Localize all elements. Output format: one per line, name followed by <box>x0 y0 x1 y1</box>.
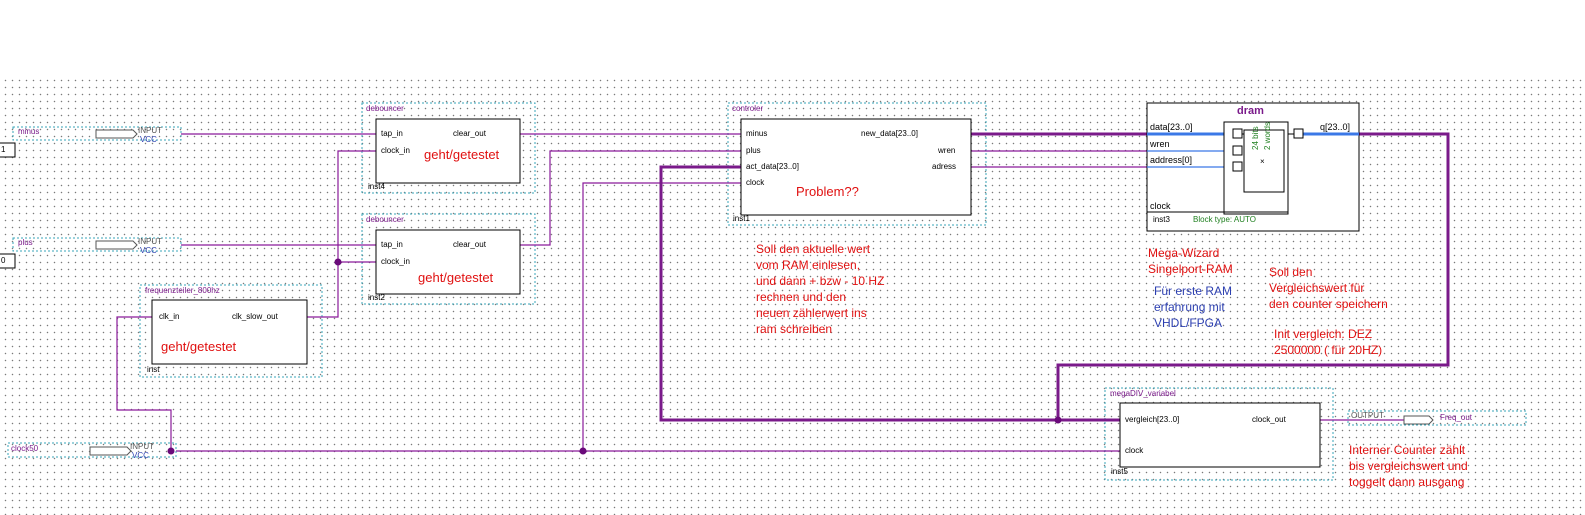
freqout-pin-label[interactable]: Freq_out <box>1440 413 1473 422</box>
debouncer1-body <box>375 118 521 184</box>
controler-adress: adress <box>932 162 957 171</box>
controler-clock: clock <box>746 178 765 187</box>
wire-clear2 <box>520 150 741 246</box>
signal-wires <box>116 133 1404 452</box>
controler-minus: minus <box>746 129 768 138</box>
debouncer1-clock-in: clock_in <box>381 146 410 155</box>
freqout-pin-type: OUTPUT <box>1351 411 1384 420</box>
plus-pin-label[interactable]: plus <box>18 238 33 247</box>
bus-wires <box>659 132 1450 422</box>
debouncer2-clock-in: clock_in <box>381 257 410 266</box>
freq-clk-slow-out: clk_slow_out <box>232 312 278 321</box>
megadiv-inst: inst5 <box>1111 467 1128 476</box>
controler-act-data: act_data[23..0] <box>746 162 799 171</box>
wire-ctrl-clock <box>582 182 741 451</box>
wire-clk-in <box>116 316 172 451</box>
megadiv-clock: clock <box>1125 446 1144 455</box>
freq-body <box>151 299 308 365</box>
wire-slow-clock <box>307 150 376 318</box>
debouncer2-clear-out: clear_out <box>453 240 486 249</box>
pin-shapes <box>0 129 1434 456</box>
dram-bits: 24 bits <box>1251 126 1260 150</box>
freq-clk-in: clk_in <box>159 312 180 321</box>
clock50-pin-label[interactable]: clock50 <box>11 444 39 453</box>
minus-pin-shape <box>95 129 138 139</box>
megadiv-outline <box>1104 387 1334 481</box>
clock50-pin-shape <box>89 446 132 456</box>
dram-q: q[23..0] <box>1320 122 1351 132</box>
debouncer1-clear-out: clear_out <box>453 129 486 138</box>
minus-pin-label[interactable]: minus <box>18 127 40 136</box>
freqout-pin-outline <box>1347 410 1527 426</box>
dram-data: data[23..0] <box>1150 122 1193 132</box>
debouncer2-note: geht/getestet <box>418 270 494 285</box>
controler-wren: wren <box>938 146 956 155</box>
debouncer1-note: geht/getestet <box>424 147 500 162</box>
debouncer2-tap-in: tap_in <box>381 240 403 249</box>
plus-pin-vcc: VCC <box>140 246 157 255</box>
dram-inst: inst3 <box>1153 215 1170 224</box>
minus-pin-vcc: VCC <box>140 135 157 144</box>
plus-pin-shape <box>95 240 138 250</box>
debouncer1-type[interactable]: debouncer <box>366 104 404 113</box>
megadiv-type[interactable]: megaDIV_variabel <box>1110 389 1176 398</box>
debouncer2-inst: inst2 <box>368 293 385 302</box>
controler-new-data: new_data[23..0] <box>861 129 918 138</box>
controler-outline <box>727 102 987 226</box>
controler-note: Problem?? <box>796 184 859 199</box>
dram-internals <box>1147 121 1359 215</box>
megadiv-vergleich: vergleich[23..0] <box>1125 415 1180 424</box>
dram-type[interactable]: dram <box>1237 105 1264 117</box>
freq-note: geht/getestet <box>161 339 237 354</box>
controler-description: Soll den aktuelle wert vom RAM einlesen,… <box>756 242 885 336</box>
plus-pin-type: INPUT <box>138 237 162 246</box>
debouncer2-outline <box>361 213 536 305</box>
controler-inst: inst1 <box>733 214 750 223</box>
mega-wizard-note: Mega-Wizard Singelport-RAM <box>1148 246 1233 276</box>
dram-block-type: Block type: AUTO <box>1193 215 1256 224</box>
freq-type[interactable]: frequenzteiler_800hz <box>145 286 220 295</box>
minus-pin-value: 1 <box>1 145 6 154</box>
instance-outlines <box>7 102 1527 481</box>
dram-x-mark: × <box>1260 157 1265 166</box>
debouncer2-body <box>375 229 521 295</box>
megadiv-body <box>1119 402 1321 468</box>
minus-pin-type: INPUT <box>138 126 162 135</box>
freqout-pin-shape <box>1403 415 1434 425</box>
clock50-pin-outline <box>7 442 177 458</box>
megadiv-clock-out: clock_out <box>1252 415 1286 424</box>
bus-q <box>1056 132 1450 422</box>
dram-words: 2 words <box>1263 121 1272 150</box>
plus-pin-value: 0 <box>1 256 6 265</box>
controler-plus: plus <box>746 146 761 155</box>
junctions <box>167 258 1062 455</box>
debouncer2-type[interactable]: debouncer <box>366 215 404 224</box>
freq-outline <box>139 284 323 378</box>
first-ram-note: Für erste RAM erfahrung mit VHDL/FPGA <box>1154 284 1233 330</box>
freq-inst: inst <box>147 365 160 374</box>
controler-type[interactable]: controler <box>732 104 764 113</box>
counter-note: Interner Counter zählt bis vergleichswer… <box>1349 443 1468 489</box>
clock50-pin-vcc: VCC <box>132 451 149 460</box>
dram-address: address[0] <box>1150 155 1193 165</box>
debouncer1-outline <box>361 102 536 194</box>
minus-pin-outline <box>12 126 182 141</box>
blank-canvas-top <box>0 0 1585 78</box>
plus-pin-outline <box>12 237 182 252</box>
clock50-pin-type: INPUT <box>130 442 154 451</box>
dram-clock: clock <box>1150 201 1171 211</box>
debouncer1-inst: inst4 <box>368 182 385 191</box>
bus-act-data <box>659 165 1058 422</box>
controler-body <box>740 118 972 216</box>
soll-den-note: Soll den Vergleichswert für den counter … <box>1269 265 1388 311</box>
init-vergleich-note: Init vergleich: DEZ 2500000 ( für 20HZ) <box>1274 327 1383 357</box>
dram-wren: wren <box>1150 139 1170 149</box>
debouncer1-tap-in: tap_in <box>381 129 403 138</box>
